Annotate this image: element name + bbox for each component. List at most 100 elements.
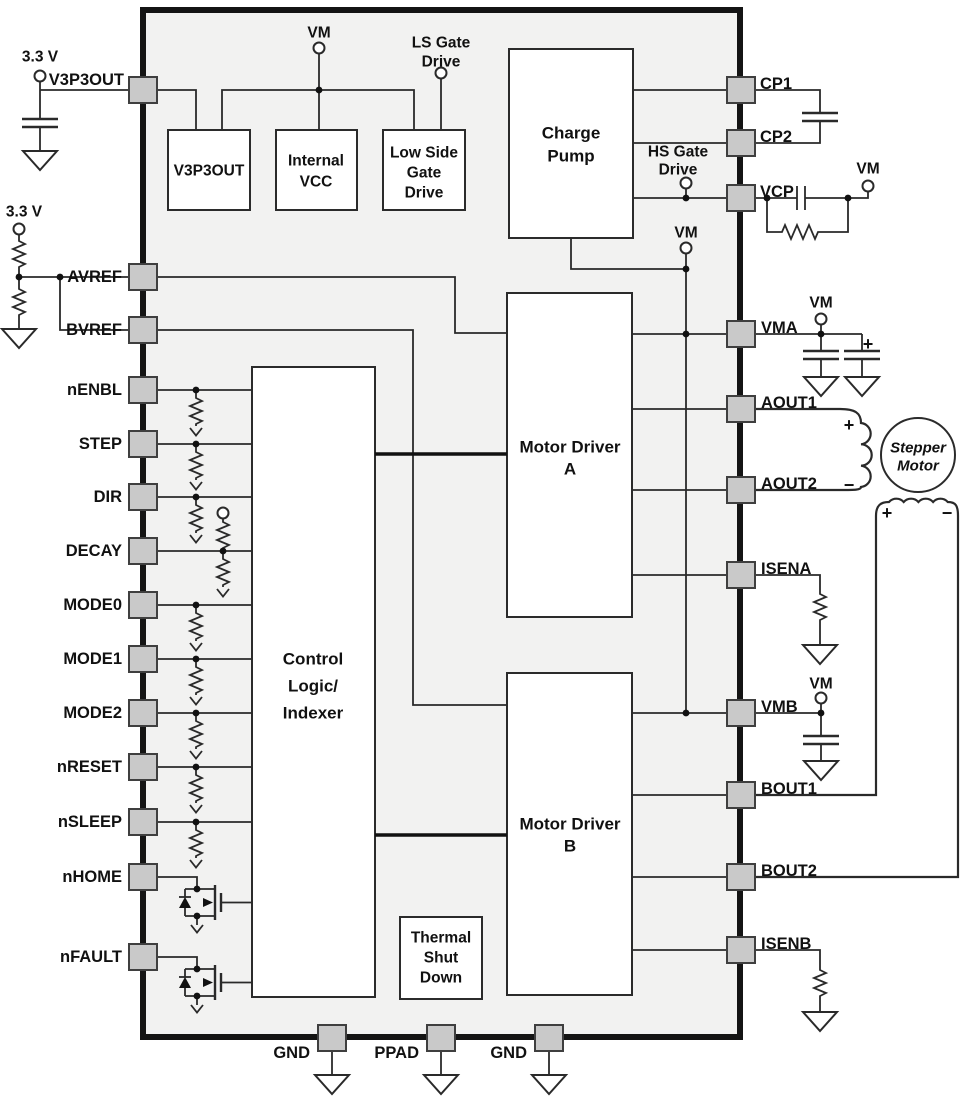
pin-nhome xyxy=(128,863,158,891)
pin-label-gnd-2: GND xyxy=(490,1044,527,1062)
pin-aout2 xyxy=(726,476,756,504)
label-thermal-shutdown-1: Thermal xyxy=(411,930,471,947)
pin-dir xyxy=(128,483,158,511)
pin-nfault xyxy=(128,943,158,971)
sign-minus-winding-a: − xyxy=(844,475,855,495)
pin-label-nsleep: nSLEEP xyxy=(58,813,122,831)
pin-label-avref: AVREF xyxy=(67,268,122,286)
pin-bout2 xyxy=(726,863,756,891)
pin-label-vmb: VMB xyxy=(761,698,798,716)
pin-label-vcp: VCP xyxy=(760,183,794,201)
pin-pads xyxy=(128,76,756,1052)
pin-bvref xyxy=(128,316,158,344)
block-internal-vcc xyxy=(275,129,358,211)
label-lsgd-3: Drive xyxy=(405,185,444,202)
label-control-logic-2: Logic/ xyxy=(288,677,338,696)
label-motor-driver-b-2: B xyxy=(564,837,576,856)
hs-gate-drive-terminal xyxy=(679,176,693,190)
label-vm-vmb: VM xyxy=(809,676,832,693)
pin-label-mode1: MODE1 xyxy=(63,650,122,668)
pin-label-isenb: ISENB xyxy=(761,935,812,953)
label-thermal-shutdown-3: Down xyxy=(420,970,462,987)
pin-step xyxy=(128,430,158,458)
pin-label-cp2: CP2 xyxy=(760,128,792,146)
pin-mode1 xyxy=(128,645,158,673)
pin-label-aout2: AOUT2 xyxy=(761,475,817,493)
pin-nreset xyxy=(128,753,158,781)
pin-label-cp1: CP1 xyxy=(760,75,792,93)
pin-avref xyxy=(128,263,158,291)
pin-label-mode2: MODE2 xyxy=(63,704,122,722)
label-charge-pump-1: Charge xyxy=(542,124,601,143)
sign-minus-winding-b: − xyxy=(942,503,953,523)
label-lsgd-1: Low Side xyxy=(390,145,458,162)
label-vm-top: VM xyxy=(307,25,330,42)
pin-label-nreset: nRESET xyxy=(57,758,122,776)
pin-nenbl xyxy=(128,376,158,404)
pin-mode2 xyxy=(128,699,158,727)
pin-cp2 xyxy=(726,129,756,157)
pin-label-nhome: nHOME xyxy=(62,868,122,886)
junction-dots xyxy=(15,86,852,826)
label-stepper-motor-1: Stepper xyxy=(890,440,947,457)
vm-internal-terminal xyxy=(679,241,693,255)
pin-label-nfault: nFAULT xyxy=(60,948,122,966)
pin-label-gnd-1: GND xyxy=(273,1044,310,1062)
block-v3p3out xyxy=(167,129,251,211)
pin-label-nenbl: nENBL xyxy=(67,381,122,399)
pin-label-bvref: BVREF xyxy=(66,321,122,339)
label-control-logic-1: Control xyxy=(283,650,343,669)
label-lsgd-2: Gate xyxy=(407,165,442,182)
pin-label-bout2: BOUT2 xyxy=(761,862,817,880)
pin-label-v3p3out: V3P3OUT xyxy=(49,71,124,89)
label-internal-vcc-1: Internal xyxy=(288,153,344,170)
pin-gnd-1 xyxy=(317,1024,347,1052)
internal-blocks xyxy=(167,48,634,1000)
label-vm-mid: VM xyxy=(674,225,697,242)
pin-gnd-2 xyxy=(534,1024,564,1052)
pin-nsleep xyxy=(128,808,158,836)
block-low-side-gate-drive xyxy=(382,129,466,211)
block-thermal-shutdown xyxy=(399,916,483,1000)
pin-label-mode0: MODE0 xyxy=(63,596,122,614)
pin-label-decay: DECAY xyxy=(66,542,122,560)
label-v3p3out-block: V3P3OUT xyxy=(174,163,245,180)
label-motor-driver-b-1: Motor Driver xyxy=(519,815,620,834)
sign-plus-winding-a: + xyxy=(844,415,855,435)
label-vm-vcp: VM xyxy=(856,161,879,178)
label-hs-gate-1: HS Gate xyxy=(648,144,709,161)
winding-b xyxy=(755,497,960,879)
pin-label-vma: VMA xyxy=(761,319,798,337)
sign-plus-winding-b: + xyxy=(882,503,893,523)
block-charge-pump xyxy=(508,48,634,239)
pin-vma xyxy=(726,320,756,348)
label-vm-vma: VM xyxy=(809,295,832,312)
label-control-logic-3: Indexer xyxy=(283,704,344,723)
label-motor-driver-a-1: Motor Driver xyxy=(519,438,620,457)
pin-label-aout1: AOUT1 xyxy=(761,394,817,412)
pin-vmb xyxy=(726,699,756,727)
label-3v3-vref: 3.3 V xyxy=(6,204,43,221)
bottom-grounds xyxy=(314,1051,567,1095)
label-hs-gate-2: Drive xyxy=(659,162,698,179)
external-right xyxy=(755,89,960,1032)
pin-cp1 xyxy=(726,76,756,104)
block-control-logic-indexer xyxy=(251,366,376,998)
pin-label-isena: ISENA xyxy=(761,560,812,578)
label-charge-pump-2: Pump xyxy=(547,147,594,166)
pin-vcp xyxy=(726,184,756,212)
pin-ppad xyxy=(426,1024,456,1052)
label-thermal-shutdown-2: Shut xyxy=(424,950,458,967)
pin-isena xyxy=(726,561,756,589)
winding-a xyxy=(755,407,873,492)
vm-terminal xyxy=(312,41,326,55)
block-motor-driver-a xyxy=(506,292,633,618)
block-motor-driver-b xyxy=(506,672,633,996)
label-motor-driver-a-2: A xyxy=(564,460,576,479)
pin-label-step: STEP xyxy=(79,435,122,453)
label-ls-gate-2: Drive xyxy=(422,54,461,71)
pin-label-bout1: BOUT1 xyxy=(761,780,817,798)
stepper-motor-circle xyxy=(880,417,956,493)
